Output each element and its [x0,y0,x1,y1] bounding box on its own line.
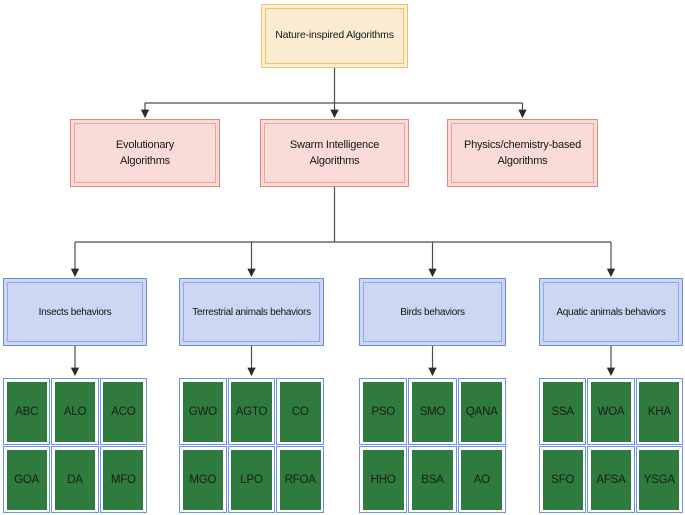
node-physics-chemistry-based-algorithms: Physics/chemistry-based Algorithms [447,119,598,187]
algorithm-node: BSA [408,446,457,513]
algorithm-label: ACO [103,381,144,442]
node-label-line2: Algorithms [309,155,360,167]
node-birds-behaviors: Birds behaviors [359,278,506,346]
algorithm-grid-birds: PSO SMO QANA HHO BSA AO [359,378,506,513]
algorithm-node: HHO [359,446,408,513]
algorithm-node: SMO [408,378,457,445]
algorithm-label: SFO [542,449,583,510]
algorithm-label: YSGA [639,449,680,510]
algorithm-label: QANA [461,381,503,442]
algorithm-node: AO [457,446,506,513]
node-insects-behaviors: Insects behaviors [3,278,147,346]
algorithm-node: MFO [99,446,147,513]
algorithm-node: WOA [587,378,635,445]
algorithm-label: GOA [6,449,47,510]
algorithm-label: MFO [103,449,144,510]
algorithm-node: MGO [179,446,227,513]
algorithm-node: DA [51,446,99,513]
algorithm-node: YSGA [635,446,683,513]
algorithm-node: QANA [457,378,506,445]
algorithm-node: GOA [3,446,51,513]
algorithm-node: ABC [3,378,51,445]
algorithm-label: AO [461,449,503,510]
node-aquatic-animals-behaviors: Aquatic animals behaviors [539,278,683,346]
algorithm-grid-insects: ABC ALO ACO GOA DA MFO [3,378,147,513]
algorithm-label: SMO [411,381,454,442]
algorithm-label: GWO [182,381,224,442]
algorithm-label: AGTO [231,381,272,442]
algorithm-node: LPO [227,446,276,513]
algorithm-node: SFO [539,446,587,513]
algorithm-label: ALO [54,381,96,442]
algorithm-node: CO [276,378,324,445]
node-label-line2: Algorithms [497,155,548,167]
algorithm-node: AFSA [587,446,635,513]
algorithm-grid-terrestrial: GWO AGTO CO MGO LPO RFOA [179,378,324,513]
node-label: Aquatic animals behaviors [543,282,679,342]
algorithm-label: BSA [411,449,454,510]
node-label: Nature-inspired Algorithms [265,8,404,64]
algorithm-label: SSA [542,381,583,442]
node-label: Birds behaviors [363,282,502,342]
algorithm-label: LPO [231,449,272,510]
node-terrestrial-animals-behaviors: Terrestrial animals behaviors [179,278,324,346]
algorithm-label: ABC [6,381,47,442]
algorithm-node: ACO [99,378,147,445]
algorithm-label: MGO [182,449,224,510]
node-label-line1: Swarm Intelligence [289,138,380,151]
node-label: Terrestrial animals behaviors [183,282,320,342]
algorithm-grid-aquatic: SSA WOA KHA SFO AFSA YSGA [539,378,683,513]
algorithm-label: DA [54,449,96,510]
algorithm-node: PSO [359,378,408,445]
algorithm-label: RFOA [279,449,321,510]
node-nature-inspired-algorithms: Nature-inspired Algorithms [261,4,408,68]
algorithm-node: GWO [179,378,227,445]
algorithm-label: AFSA [590,449,632,510]
algorithm-node: SSA [539,378,587,445]
algorithm-node: KHA [635,378,683,445]
algorithm-label: CO [279,381,321,442]
node-label-line2: Algorithms [120,155,170,167]
algorithm-label: HHO [362,449,404,510]
node-label-line1: Physics/chemistry-based [463,138,582,151]
algorithm-node: RFOA [276,446,324,513]
algorithm-node: AGTO [227,378,276,445]
algorithm-label: PSO [362,381,404,442]
node-label: Insects behaviors [7,282,143,342]
node-swarm-intelligence-algorithms: Swarm Intelligence Algorithms [260,119,409,187]
node-label-line1: Evolutionary [115,138,175,151]
node-evolutionary-algorithms: Evolutionary Algorithms [70,119,220,187]
algorithm-label: KHA [639,381,680,442]
algorithm-label: WOA [590,381,632,442]
algorithm-node: ALO [51,378,99,445]
